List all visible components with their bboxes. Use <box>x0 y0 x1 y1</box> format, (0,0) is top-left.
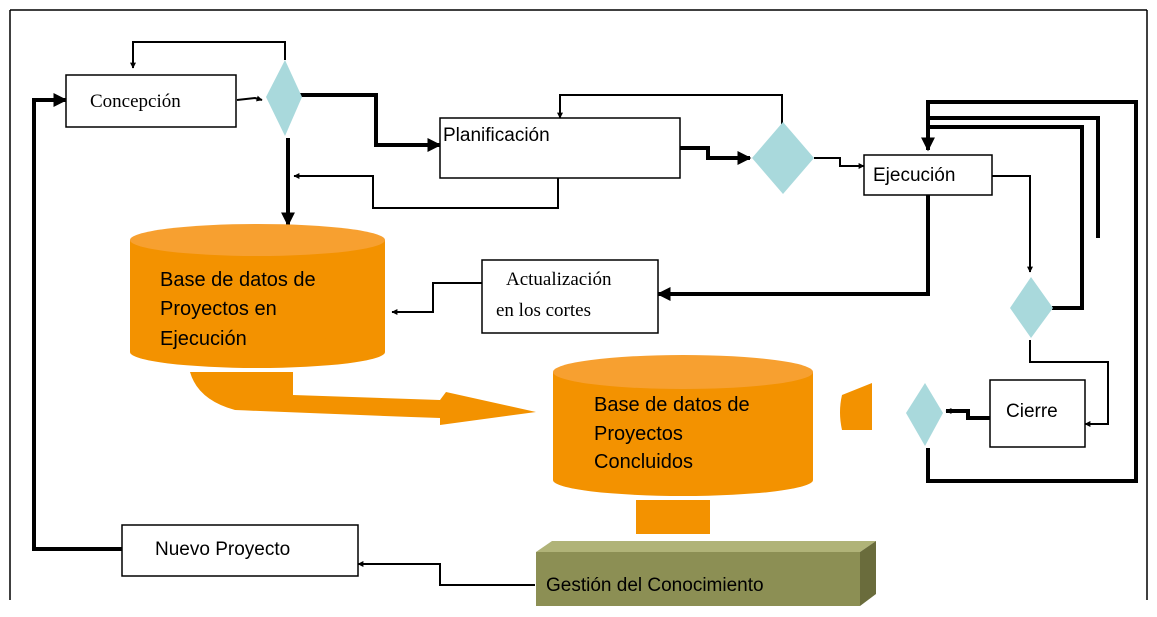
planificacion-loop-arrow <box>557 94 783 125</box>
database-ejecucion-label-2: Proyectos en <box>160 298 277 320</box>
diagram-frame <box>9 9 1148 600</box>
decision-to-cierre-arrow <box>1029 340 1109 427</box>
decision-diamond-3 <box>1010 277 1053 338</box>
planificacion-to-decision-arrow <box>680 146 752 165</box>
gestion-conocimiento-label: Gestión del Conocimiento <box>546 575 764 596</box>
cierre-to-decision-arrow <box>945 408 990 420</box>
decision-feedback-inner <box>928 116 1100 238</box>
gestion-conocimiento-box: Gestión del Conocimiento <box>536 541 876 606</box>
flow-block-down <box>636 500 710 534</box>
cierre-label: Cierre <box>1006 401 1058 422</box>
concepcion-loop-arrow <box>130 41 286 69</box>
actualizacion-to-database-arrow <box>391 282 482 315</box>
database-ejecucion-label-3: Ejecución <box>160 328 247 350</box>
decision-diamond-2 <box>752 122 814 194</box>
database-concluidos-label-2: Proyectos <box>594 423 683 445</box>
planificacion-box: Planificación <box>439 117 681 179</box>
flow-block-right <box>840 383 872 430</box>
gestion-to-nuevo-arrow <box>357 561 535 586</box>
database-concluidos-label-1: Base de datos de <box>594 394 750 416</box>
database-ejecucion: Base de datos de Proyectos en Ejecución <box>130 224 385 368</box>
decision-to-planificacion-arrow <box>300 93 442 152</box>
cierre-loop-arrow <box>926 100 1138 483</box>
actualizacion-box: Actualización en los cortes <box>481 259 659 334</box>
database-concluidos: Base de datos de Proyectos Concluidos <box>553 355 813 496</box>
database-concluidos-label-3: Concluidos <box>594 451 693 473</box>
database-ejecucion-label-1: Base de datos de <box>160 269 316 291</box>
decision-to-ejecucion-arrow <box>814 157 865 169</box>
planificacion-label: Planificación <box>443 125 550 146</box>
planificacion-return-arrow <box>293 173 559 209</box>
cierre-box: Cierre <box>989 379 1086 448</box>
nuevo-to-concepcion-arrow <box>32 93 122 551</box>
concepcion-label: Concepción <box>90 91 181 112</box>
flow-arrow-to-concluidos <box>190 372 536 425</box>
nuevo-proyecto-box: Nuevo Proyecto <box>121 524 359 577</box>
concepcion-box: Concepción <box>65 74 237 128</box>
decision-diamond-4 <box>906 383 943 446</box>
actualizacion-label-1: Actualización <box>506 269 612 290</box>
ejecucion-label: Ejecución <box>873 165 955 186</box>
ejecucion-box: Ejecución <box>863 154 993 196</box>
concepcion-to-decision-arrow <box>236 95 263 102</box>
ejecucion-to-actualizacion-arrow <box>656 195 930 301</box>
actualizacion-label-2: en los cortes <box>496 300 591 321</box>
decision-diamond-1 <box>266 60 302 136</box>
decision-feedback-arrow <box>921 125 1084 310</box>
nuevo-proyecto-label: Nuevo Proyecto <box>155 539 290 560</box>
ejecucion-to-decision-arrow <box>992 175 1033 273</box>
